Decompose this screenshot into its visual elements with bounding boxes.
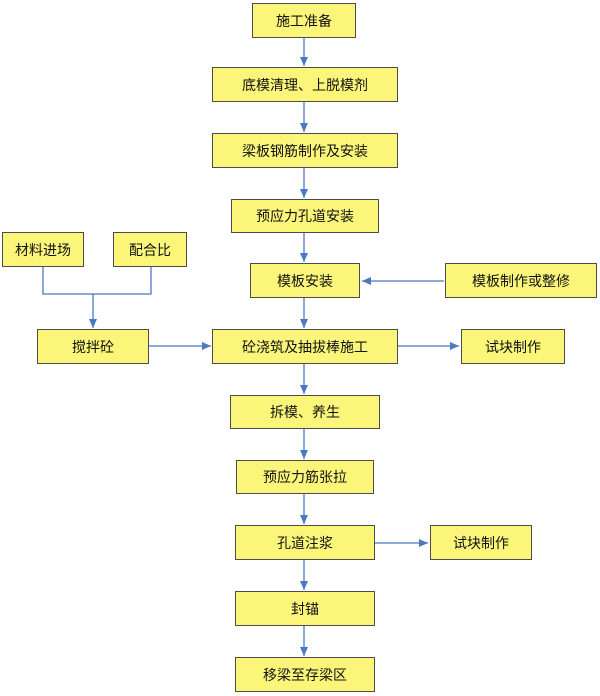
node-construction-prep: 施工准备: [252, 3, 356, 38]
node-demold-cure: 拆模、养生: [230, 395, 380, 429]
node-anchor-seal: 封锚: [235, 591, 375, 626]
node-formwork-install: 模板安装: [250, 263, 360, 298]
node-concrete-mixing: 搅拌砼: [37, 329, 149, 364]
node-test-block-2: 试块制作: [430, 525, 532, 560]
node-tensioning: 预应力筋张拉: [236, 460, 374, 494]
node-mix-ratio: 配合比: [113, 232, 187, 267]
node-test-block-1: 试块制作: [461, 329, 565, 364]
node-duct-install: 预应力孔道安装: [231, 199, 379, 233]
node-bottom-form-clean: 底模清理、上脱模剂: [212, 67, 398, 102]
node-formwork-fabrication: 模板制作或整修: [445, 263, 597, 298]
node-duct-grouting: 孔道注浆: [235, 525, 375, 560]
node-material-entry: 材料进场: [2, 232, 84, 267]
node-move-beam: 移梁至存梁区: [235, 657, 375, 692]
node-concrete-pouring: 砼浇筑及抽拔棒施工: [212, 329, 398, 364]
node-rebar-fabrication: 梁板钢筋制作及安装: [212, 133, 398, 168]
connector-material-merge: [42, 267, 152, 295]
